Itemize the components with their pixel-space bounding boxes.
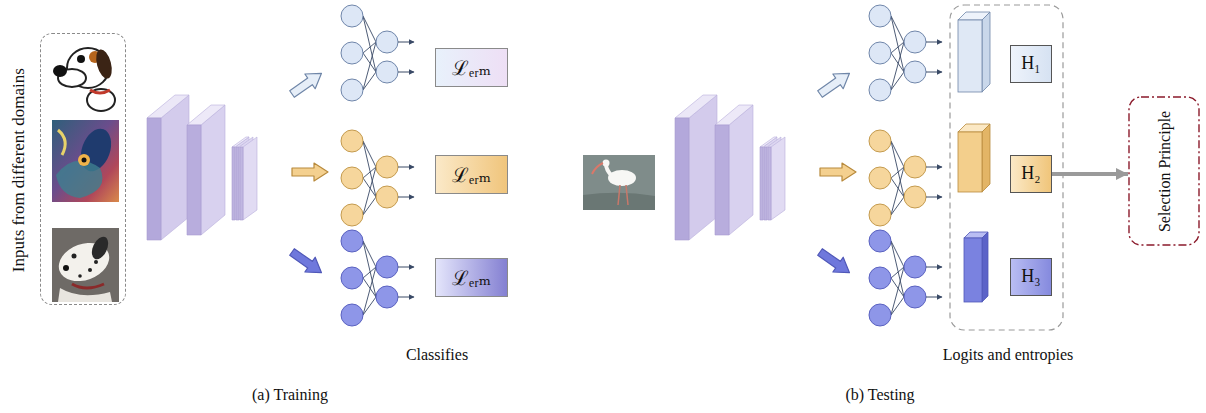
classifier-head: [869, 130, 942, 226]
selection-outline-rect: [1129, 97, 1199, 245]
entropy-box: H₂: [1010, 155, 1052, 193]
block-arrow: [287, 66, 327, 101]
principle-text: Selection Principle: [1154, 111, 1173, 232]
block-arrow: [815, 66, 855, 101]
dalmatian-image: [52, 228, 119, 302]
input-group: Inputs from different domains: [40, 33, 126, 305]
box-label: ℒₑᵣₘ: [452, 266, 491, 290]
subfigure-label: (a) Training: [252, 385, 328, 404]
logit-cuboid: [958, 124, 990, 192]
loss-box: ℒₑᵣₘ: [435, 48, 508, 87]
logits-group-outline: [950, 5, 1063, 330]
caption-text: Classifies: [406, 345, 468, 364]
entropy-box: H₃: [1010, 258, 1052, 296]
block-arrow: [815, 245, 855, 280]
caption-text: Logits and entropies: [943, 345, 1074, 364]
flow-arrow: [1052, 172, 1128, 176]
box-label: H₃: [1021, 266, 1040, 288]
logit-cuboid: [964, 232, 988, 302]
backbone-network: [147, 95, 257, 240]
classifier-head: [341, 130, 414, 226]
box-label: H₂: [1021, 163, 1040, 185]
block-arrow: [292, 163, 328, 181]
logit-cuboid: [958, 12, 990, 92]
group-label: Inputs from different domains: [9, 68, 29, 272]
selection-box: Selection Principle: [1128, 96, 1200, 246]
cartoon-dog-image: [53, 48, 115, 111]
box-label: ℒₑᵣₘ: [452, 163, 491, 187]
subfigure-label: (b) Testing: [845, 385, 914, 404]
classifier-head: [869, 5, 942, 101]
classifier-head: [869, 230, 942, 326]
entropy-box: H₁: [1010, 45, 1052, 83]
block-arrow: [820, 163, 856, 181]
painted-dog-image: [52, 120, 119, 202]
loss-box: ℒₑᵣₘ: [435, 258, 508, 297]
backbone-network: [675, 95, 785, 240]
bird-image: [583, 155, 655, 210]
box-label: H₁: [1021, 53, 1040, 75]
classifier-head: [341, 5, 414, 101]
box-label: ℒₑᵣₘ: [452, 56, 491, 80]
classifier-head: [341, 230, 414, 326]
loss-box: ℒₑᵣₘ: [435, 155, 508, 194]
block-arrow: [287, 245, 327, 280]
